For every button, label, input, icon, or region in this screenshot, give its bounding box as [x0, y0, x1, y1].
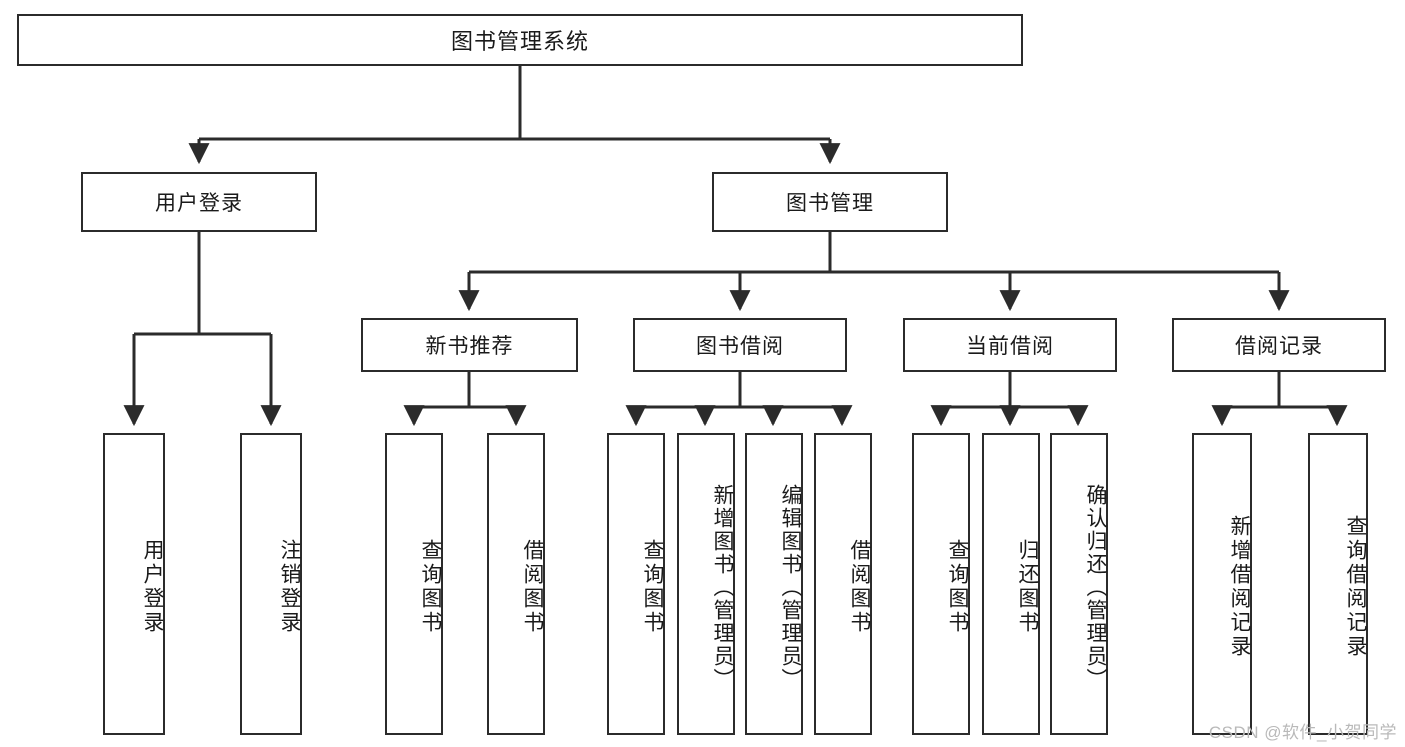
- node-label: 归还图书: [1016, 539, 1039, 635]
- node-label: 查询借阅记录: [1344, 515, 1367, 659]
- leaf-borrow-edit-book[interactable]: 编辑图书（管理员）: [745, 433, 803, 735]
- node-label: 查询图书: [946, 539, 969, 635]
- node-label: 新增图书（管理员）: [711, 483, 734, 691]
- leaf-current-return-book[interactable]: 归还图书: [982, 433, 1040, 735]
- node-label: 确认归还（管理员）: [1084, 483, 1107, 691]
- node-current-borrow[interactable]: 当前借阅: [903, 318, 1117, 372]
- node-label: 图书管理: [786, 192, 874, 215]
- leaf-borrow-add-book[interactable]: 新增图书（管理员）: [677, 433, 735, 735]
- leaf-new-book-query[interactable]: 查询图书: [385, 433, 443, 735]
- node-book-management[interactable]: 图书管理: [712, 172, 948, 232]
- node-label: 借阅图书: [521, 539, 544, 635]
- leaf-borrow-borrow-book[interactable]: 借阅图书: [814, 433, 872, 735]
- watermark-text: CSDN @软件_小贺同学: [1208, 723, 1397, 742]
- node-label: 借阅图书: [848, 539, 871, 635]
- node-label: 当前借阅: [966, 335, 1054, 358]
- node-user-login[interactable]: 用户登录: [81, 172, 317, 232]
- leaf-record-add[interactable]: 新增借阅记录: [1192, 433, 1252, 735]
- node-label: 查询图书: [419, 539, 442, 635]
- node-label: 借阅记录: [1235, 335, 1323, 358]
- leaf-user-login-logout[interactable]: 注销登录: [240, 433, 302, 735]
- node-root-system[interactable]: 图书管理系统: [17, 14, 1023, 66]
- leaf-borrow-query-book[interactable]: 查询图书: [607, 433, 665, 735]
- leaf-new-book-borrow[interactable]: 借阅图书: [487, 433, 545, 735]
- leaf-user-login-login[interactable]: 用户登录: [103, 433, 165, 735]
- leaf-current-query-book[interactable]: 查询图书: [912, 433, 970, 735]
- node-new-book-recommend[interactable]: 新书推荐: [361, 318, 578, 372]
- node-label: 用户登录: [141, 539, 164, 635]
- node-label: 编辑图书（管理员）: [779, 483, 802, 691]
- node-borrow-record[interactable]: 借阅记录: [1172, 318, 1386, 372]
- leaf-record-query[interactable]: 查询借阅记录: [1308, 433, 1368, 735]
- node-label: 用户登录: [155, 192, 243, 215]
- node-label: 查询图书: [641, 539, 664, 635]
- node-label: 新书推荐: [425, 335, 514, 358]
- node-label: 图书借阅: [696, 335, 784, 358]
- node-book-borrow[interactable]: 图书借阅: [633, 318, 847, 372]
- node-label: 注销登录: [278, 539, 301, 635]
- node-label: 新增借阅记录: [1228, 515, 1251, 659]
- node-label: 图书管理系统: [450, 29, 589, 54]
- leaf-current-confirm-return[interactable]: 确认归还（管理员）: [1050, 433, 1108, 735]
